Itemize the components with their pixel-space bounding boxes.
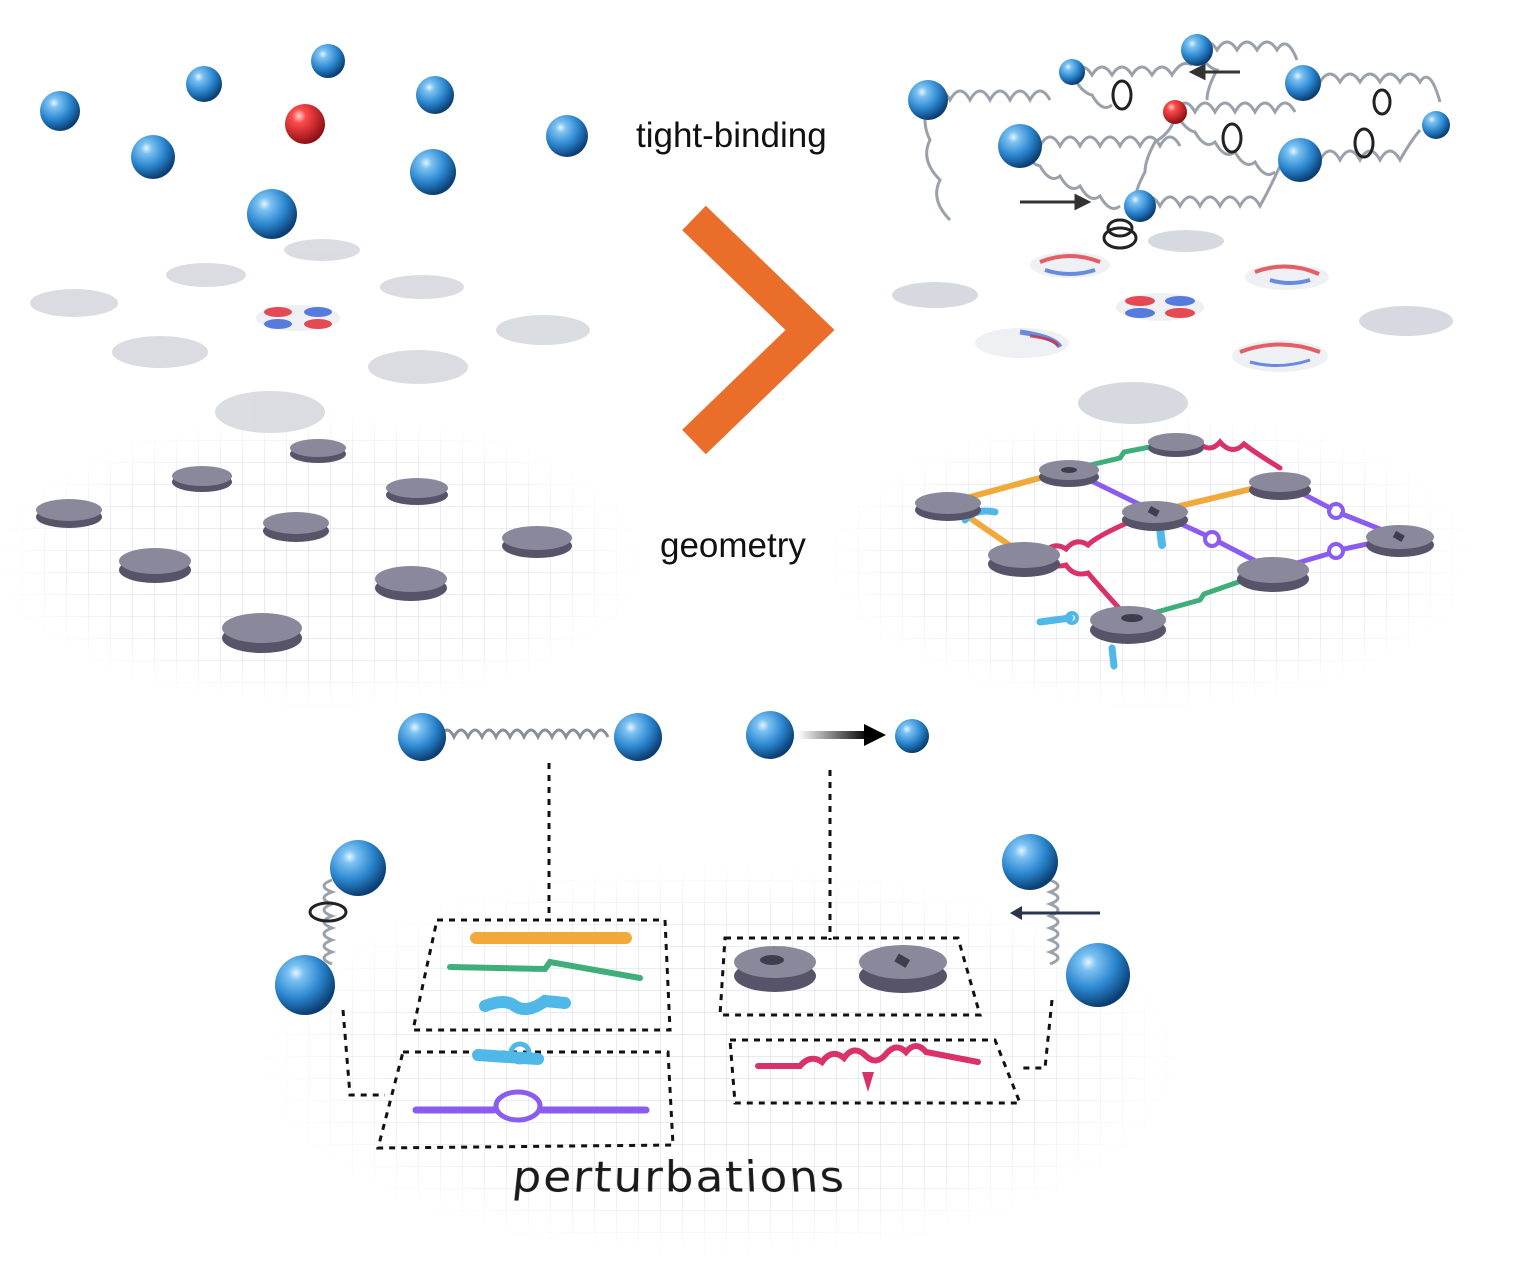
disk — [119, 548, 191, 583]
grid-floor — [820, 420, 1480, 710]
atom-sphere — [1124, 190, 1156, 222]
disk — [1237, 557, 1309, 592]
perturbations-label: perturbations — [510, 1152, 848, 1202]
atom-sphere — [1285, 65, 1321, 101]
atom-sphere — [1181, 34, 1213, 66]
disk — [915, 492, 981, 521]
atom-sphere — [998, 124, 1042, 168]
transformation-arrow-icon — [694, 218, 810, 442]
atom-sphere — [1059, 59, 1085, 85]
spring-coupling-icon — [398, 713, 662, 761]
disk — [172, 466, 232, 492]
atom-sphere — [908, 80, 948, 120]
atom-sphere — [247, 189, 297, 239]
atom-sphere — [186, 66, 222, 102]
orbital-layer — [30, 239, 590, 433]
impurity-sphere — [285, 104, 325, 144]
disk — [1249, 472, 1311, 500]
disk — [386, 478, 448, 505]
coupling-cyan — [1112, 648, 1114, 666]
atom-sphere — [1278, 138, 1322, 182]
disk — [263, 512, 329, 542]
onsite-shift-icon — [746, 711, 929, 759]
tight-binding-label: tight-binding — [636, 116, 827, 156]
square-hole-resonator — [1122, 501, 1188, 531]
disk — [988, 542, 1060, 577]
right-panel — [820, 34, 1480, 710]
atom-sphere — [311, 44, 345, 78]
left-panel — [0, 44, 650, 710]
disk — [222, 613, 302, 653]
orbital — [1245, 264, 1329, 290]
square-hole-resonator — [1366, 525, 1434, 557]
atom-sphere — [40, 91, 80, 131]
geometry-label: geometry — [660, 526, 806, 566]
ring-resonator — [1090, 606, 1166, 644]
atom-sphere — [546, 115, 588, 157]
grid-floor — [250, 860, 1190, 1280]
atom-spheres — [40, 44, 588, 239]
atom-spheres — [908, 34, 1450, 222]
ring-resonator — [1039, 460, 1099, 487]
atom-sphere — [1422, 111, 1450, 139]
orbital-layer — [892, 230, 1453, 424]
ring-resonator-swatch — [734, 946, 816, 992]
impurity-sphere — [1163, 100, 1187, 124]
atom-sphere — [131, 135, 175, 179]
disk — [36, 499, 102, 528]
orbital — [1030, 252, 1110, 278]
localized-orbital — [256, 305, 340, 331]
orbital — [1232, 340, 1328, 372]
grid-floor — [0, 420, 650, 710]
orbital — [975, 328, 1069, 358]
disk — [290, 439, 346, 463]
square-hole-resonator-swatch — [859, 945, 947, 993]
atom-sphere — [416, 76, 454, 114]
disk — [375, 566, 447, 601]
atom-sphere — [410, 149, 456, 195]
spring-network — [925, 42, 1440, 220]
orbital — [1116, 293, 1204, 321]
disk — [502, 526, 572, 558]
disk — [1148, 433, 1204, 457]
